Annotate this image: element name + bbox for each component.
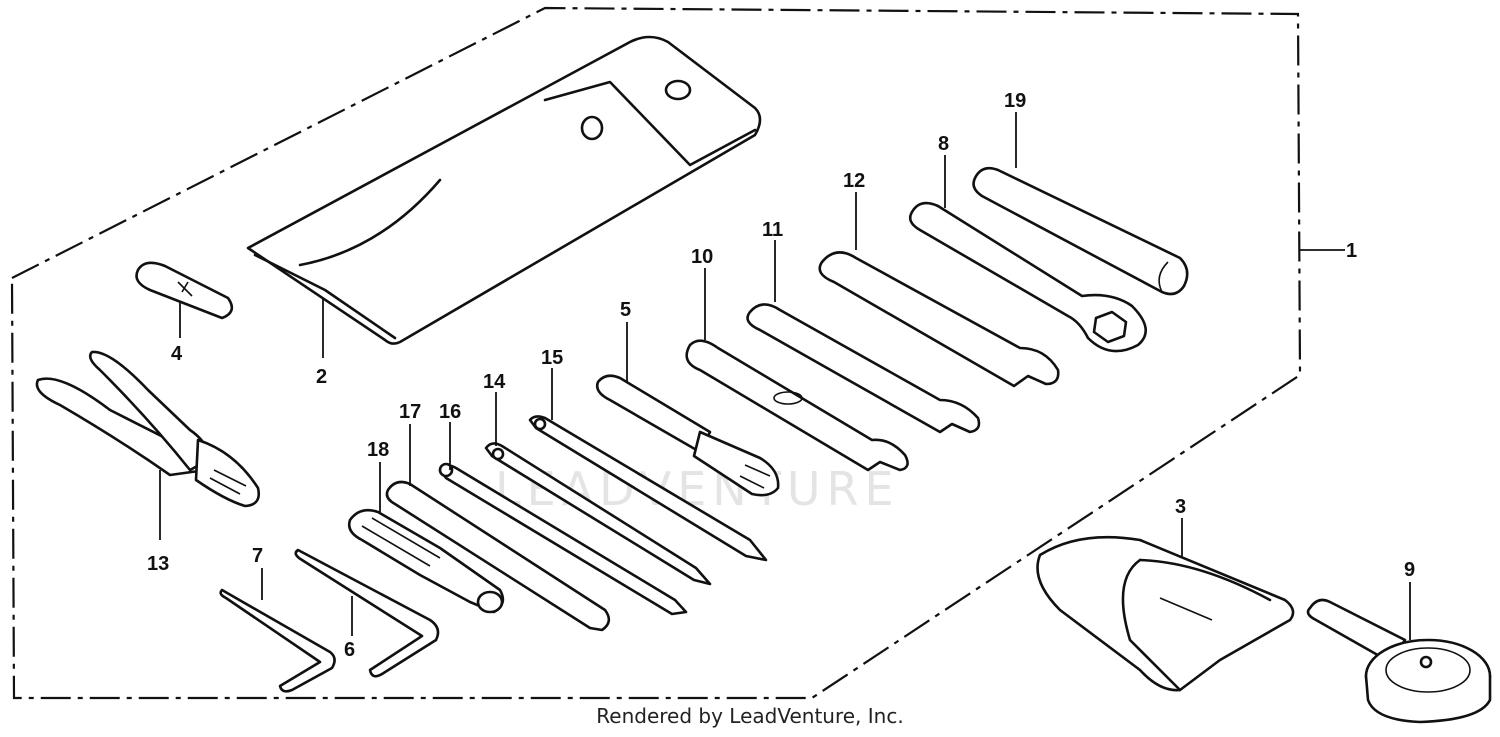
callout-17: 17 (399, 401, 421, 423)
callout-labels: 1 2 3 4 5 6 7 8 9 10 11 12 13 14 15 16 1… (147, 90, 1415, 661)
tire-pressure-gauge (1306, 598, 1492, 724)
pliers (35, 350, 260, 508)
callout-1: 1 (1346, 240, 1357, 262)
callout-15: 15 (541, 347, 563, 369)
callout-18: 18 (367, 439, 389, 461)
box-wrench (908, 201, 1147, 353)
kit-boundary (10, 6, 1302, 700)
screwdriver-bit-16 (438, 462, 688, 616)
screwdriver-handle (347, 508, 505, 614)
callout-19: 19 (1004, 90, 1026, 112)
callout-7: 7 (252, 545, 263, 567)
callout-3: 3 (1175, 496, 1186, 518)
wrench-10 (685, 339, 909, 472)
pouch (1036, 535, 1295, 692)
callout-8: 8 (938, 133, 949, 155)
extension-bar (385, 480, 611, 632)
callout-11: 11 (762, 219, 783, 241)
callout-9: 9 (1404, 559, 1415, 581)
tool-bag (246, 35, 762, 345)
callout-6: 6 (344, 639, 355, 661)
hex-key-small (219, 588, 336, 693)
hex-key-large (294, 548, 440, 678)
callout-5: 5 (620, 299, 631, 321)
screwdriver-14 (484, 442, 712, 586)
callout-2: 2 (316, 366, 327, 388)
callout-14: 14 (483, 371, 506, 393)
spark-plug-wrench (595, 374, 780, 497)
label-tag (135, 261, 234, 320)
callout-13: 13 (147, 553, 169, 575)
wrench-11 (746, 303, 981, 434)
callout-10: 10 (691, 246, 713, 268)
handle-sleeve (972, 166, 1189, 296)
screwdriver-15 (528, 415, 768, 562)
footer-credit: Rendered by LeadVenture, Inc. (596, 704, 904, 728)
callout-12: 12 (843, 170, 865, 192)
leader-lines (159, 112, 1411, 640)
callout-16: 16 (439, 401, 461, 423)
callout-4: 4 (171, 343, 183, 365)
wrench-12 (818, 251, 1060, 388)
